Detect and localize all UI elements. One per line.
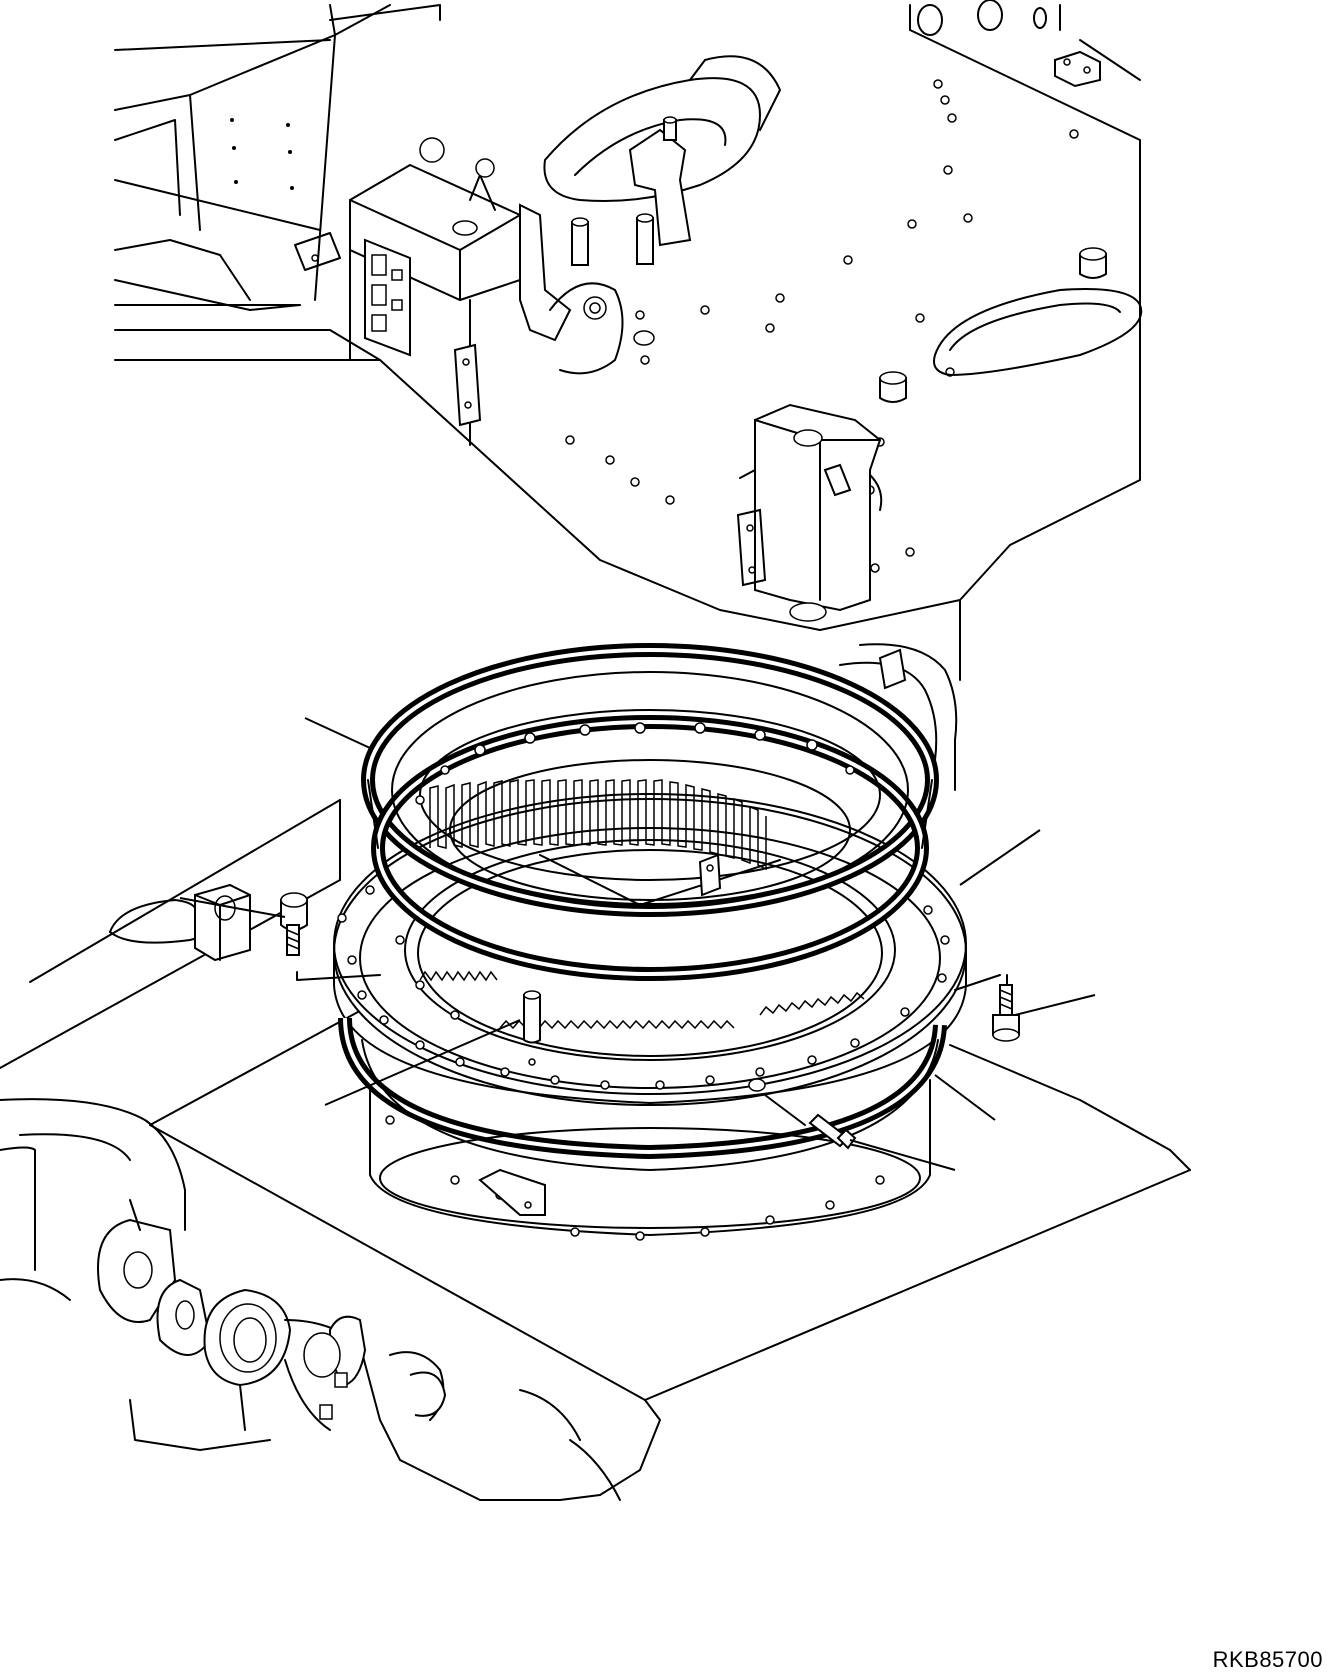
swing-circle-outer-race	[334, 794, 966, 1105]
frame-dots	[230, 118, 294, 190]
flange-holes	[338, 886, 949, 1089]
revolving-frame	[115, 0, 1141, 680]
leader-lower-seal	[935, 1075, 995, 1120]
leader-lines	[180, 718, 1095, 1170]
leader-outer-race	[960, 830, 1040, 885]
mounting-bolt-upper	[281, 893, 380, 980]
upper-seal	[368, 650, 932, 974]
inner-race-body	[370, 1080, 930, 1240]
leader-bolt-lower	[1015, 995, 1095, 1015]
swing-motor-housing	[840, 644, 956, 790]
leader-dowel-pin	[325, 1020, 520, 1105]
leader-bolt-upper	[180, 898, 285, 917]
swing-circle-assembly	[281, 650, 1019, 1240]
mounting-bolt-lower	[955, 975, 1019, 1041]
lower-seal	[345, 1018, 940, 1170]
leader-grease-fitting	[850, 1140, 955, 1170]
upper-race	[416, 710, 880, 905]
dowel-pin	[524, 991, 540, 1065]
drawing-code: RKB85700	[1212, 1647, 1323, 1672]
leader-upper-seal	[305, 718, 370, 748]
grease-fitting	[765, 1095, 855, 1148]
